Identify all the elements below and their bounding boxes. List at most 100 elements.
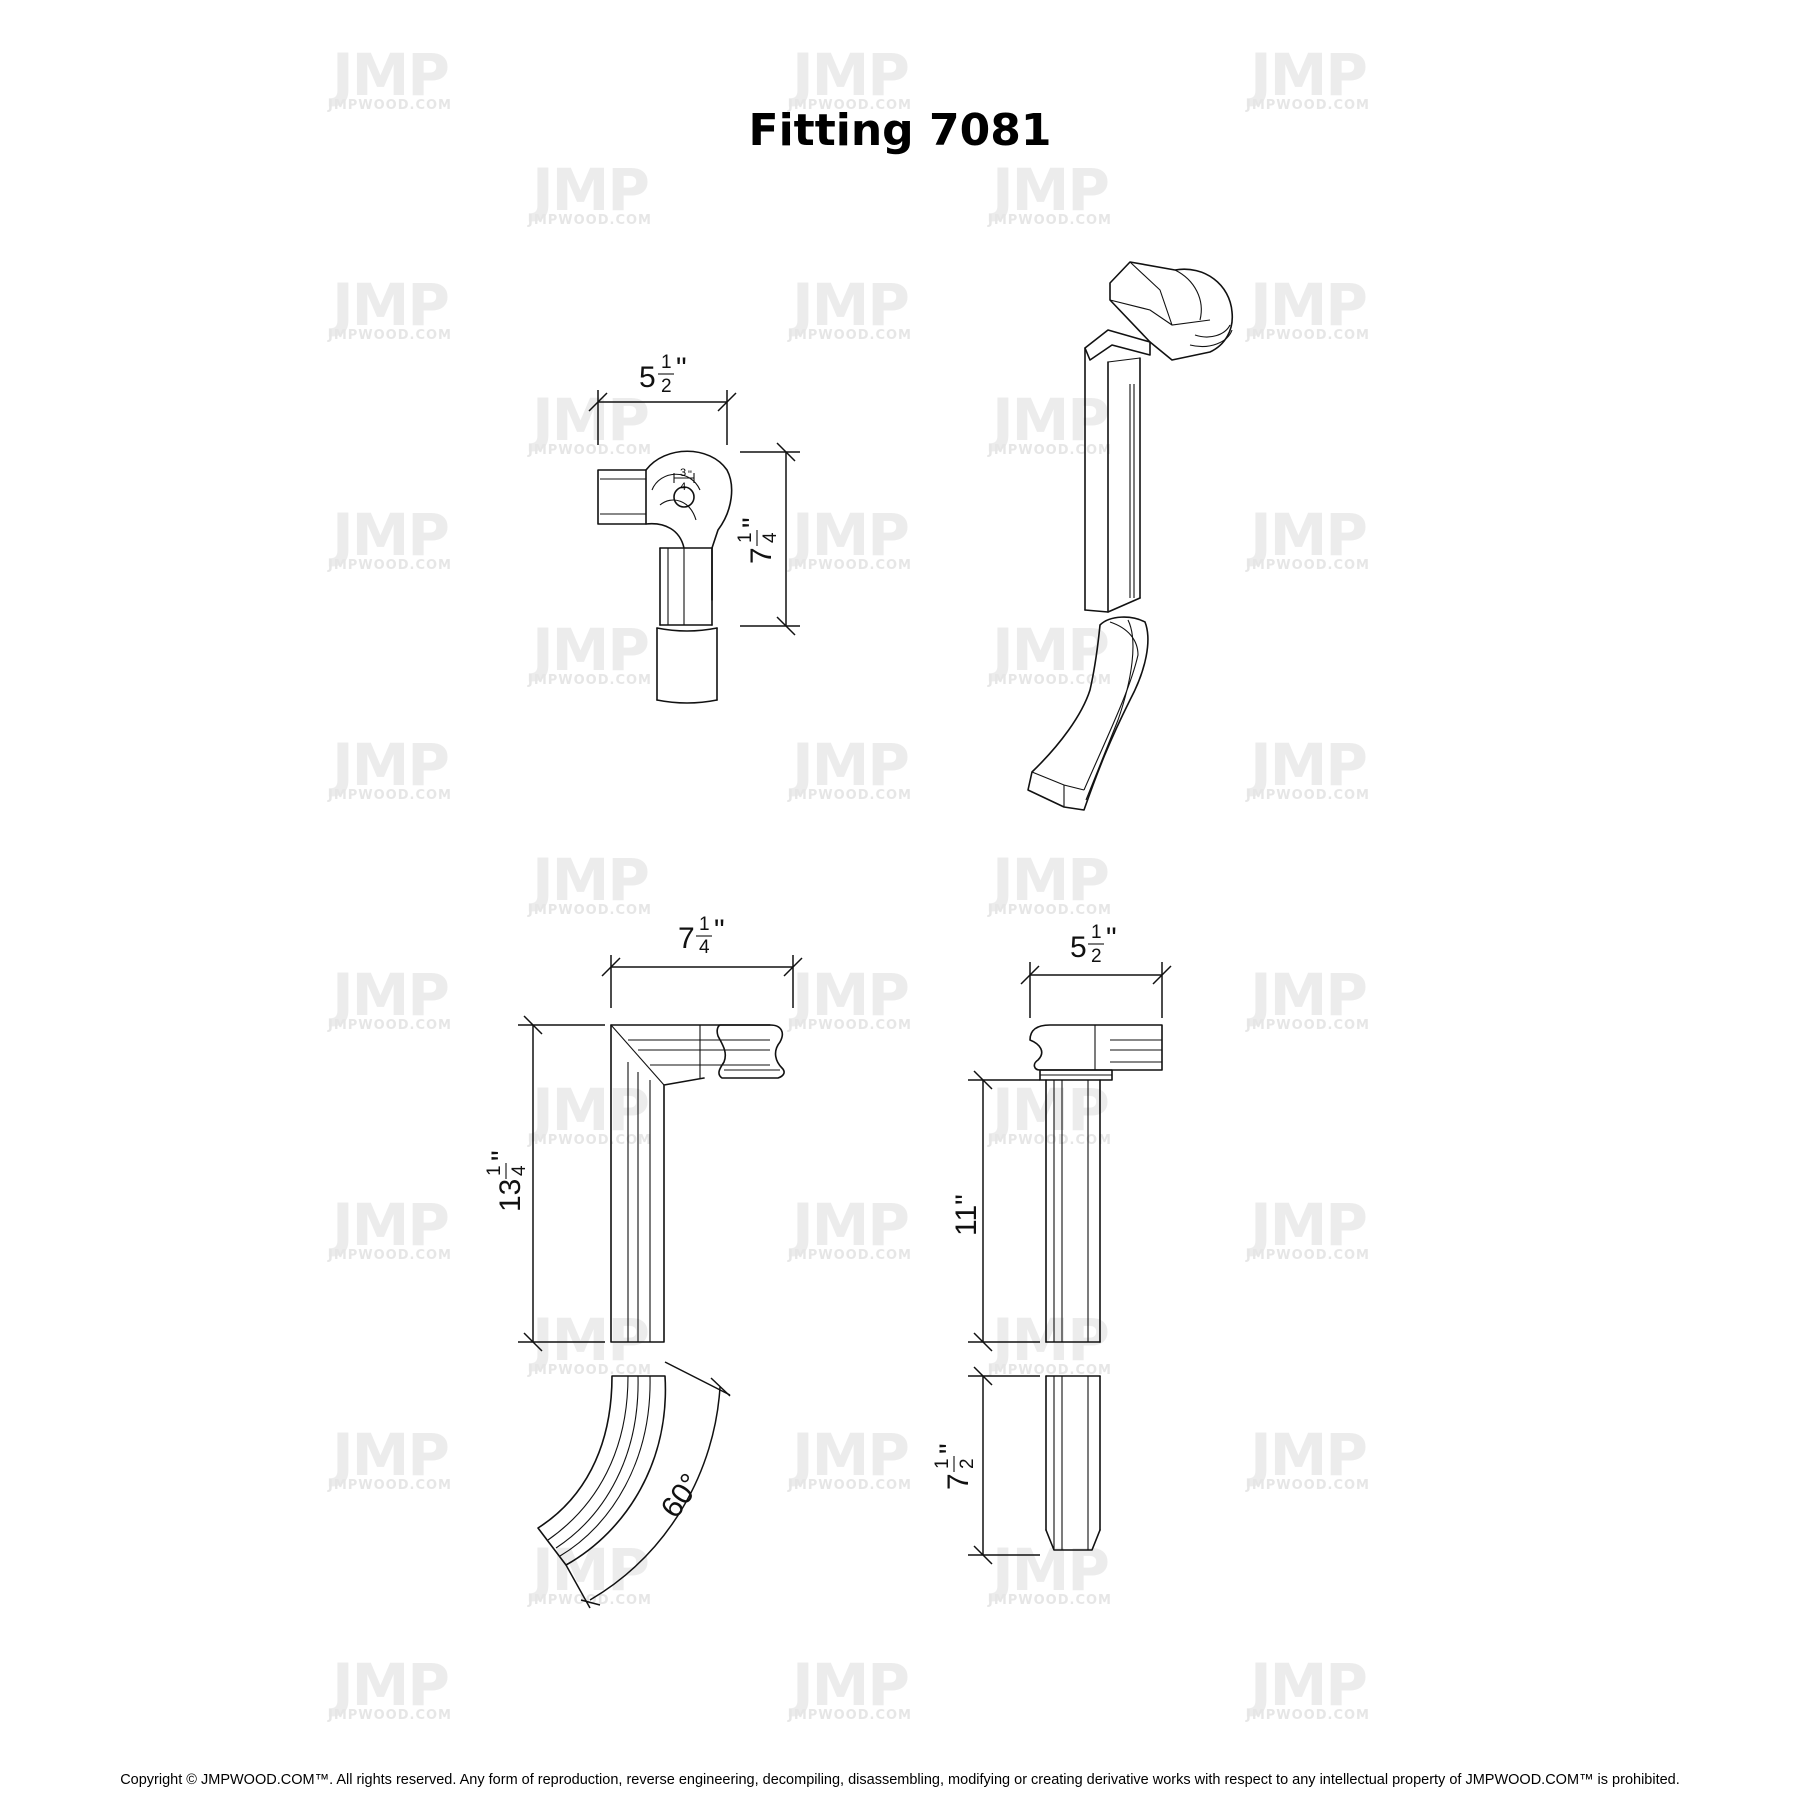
svg-text:JMPWOOD.COM: JMPWOOD.COM [327, 1478, 452, 1493]
svg-text:JMP: JMP [788, 1651, 908, 1719]
svg-text:JMP: JMP [788, 41, 908, 109]
side-width-whole: 5 [1070, 931, 1087, 964]
svg-text:JMPWOOD.COM: JMPWOOD.COM [527, 443, 652, 458]
svg-text:JMP: JMP [528, 386, 648, 454]
front-view: 60° 7 1 4 " 13 1 4 " [484, 914, 803, 1609]
svg-text:JMPWOOD.COM: JMPWOOD.COM [1245, 328, 1370, 343]
svg-text:JMPWOOD.COM: JMPWOOD.COM [527, 903, 652, 918]
svg-text:JMP: JMP [328, 501, 448, 569]
front-height-unit: " [486, 1150, 519, 1161]
front-height-num: 1 [484, 1165, 505, 1176]
svg-text:JMPWOOD.COM: JMPWOOD.COM [1245, 788, 1370, 803]
svg-text:JMP: JMP [328, 271, 448, 339]
side-lower-num: 1 [932, 1458, 953, 1469]
svg-text:JMPWOOD.COM: JMPWOOD.COM [987, 213, 1112, 228]
svg-text:JMP: JMP [788, 961, 908, 1029]
top-width-unit: " [676, 352, 687, 385]
top-width-den: 2 [661, 376, 672, 397]
svg-text:JMP: JMP [528, 156, 648, 224]
svg-text:JMPWOOD.COM: JMPWOOD.COM [327, 558, 452, 573]
svg-text:JMPWOOD.COM: JMPWOOD.COM [987, 903, 1112, 918]
svg-text:JMPWOOD.COM: JMPWOOD.COM [327, 788, 452, 803]
top-height-den: 4 [760, 532, 781, 543]
svg-text:JMPWOOD.COM: JMPWOOD.COM [1245, 1018, 1370, 1033]
top-view: 3 4 " 5 1 2 " 7 1 4 " [588, 352, 800, 704]
top-hole-den: 4 [680, 481, 686, 493]
svg-text:JMPWOOD.COM: JMPWOOD.COM [787, 328, 912, 343]
svg-text:JMPWOOD.COM: JMPWOOD.COM [527, 213, 652, 228]
front-width-unit: " [714, 914, 725, 947]
svg-text:JMP: JMP [528, 616, 648, 684]
side-lower-den: 2 [957, 1458, 978, 1469]
svg-text:JMPWOOD.COM: JMPWOOD.COM [987, 1133, 1112, 1148]
front-height-label: 13 1 4 " [484, 1150, 530, 1212]
svg-text:JMPWOOD.COM: JMPWOOD.COM [787, 1708, 912, 1723]
svg-text:JMP: JMP [988, 156, 1108, 224]
front-width-whole: 7 [678, 922, 695, 955]
svg-text:JMP: JMP [988, 846, 1108, 914]
top-height-num: 1 [735, 532, 756, 543]
isometric-view [1027, 261, 1234, 811]
svg-text:JMPWOOD.COM: JMPWOOD.COM [987, 1593, 1112, 1608]
svg-text:JMP: JMP [328, 1191, 448, 1259]
svg-text:JMPWOOD.COM: JMPWOOD.COM [1245, 558, 1370, 573]
svg-text:JMPWOOD.COM: JMPWOOD.COM [787, 98, 912, 113]
svg-text:JMP: JMP [328, 731, 448, 799]
svg-text:JMP: JMP [528, 1076, 648, 1144]
svg-text:JMP: JMP [988, 1076, 1108, 1144]
side-lower-unit: " [934, 1443, 967, 1454]
svg-text:JMPWOOD.COM: JMPWOOD.COM [327, 1708, 452, 1723]
side-width-unit: " [1106, 922, 1117, 955]
side-lower-label: 7 1 2 " [932, 1443, 978, 1490]
svg-text:JMP: JMP [788, 1421, 908, 1489]
svg-text:JMP: JMP [1246, 1651, 1366, 1719]
svg-text:JMP: JMP [1246, 731, 1366, 799]
svg-text:JMP: JMP [1246, 271, 1366, 339]
svg-text:JMP: JMP [788, 501, 908, 569]
svg-text:JMP: JMP [1246, 41, 1366, 109]
top-hole-num: 3 [680, 467, 686, 479]
svg-text:JMPWOOD.COM: JMPWOOD.COM [327, 98, 452, 113]
top-height-unit: " [737, 517, 770, 528]
svg-text:JMP: JMP [788, 1191, 908, 1259]
svg-text:JMPWOOD.COM: JMPWOOD.COM [327, 1248, 452, 1263]
side-view: 5 1 2 " 11" 7 1 2 " [932, 922, 1172, 1565]
svg-text:JMPWOOD.COM: JMPWOOD.COM [327, 1018, 452, 1033]
svg-text:JMPWOOD.COM: JMPWOOD.COM [527, 673, 652, 688]
svg-text:JMPWOOD.COM: JMPWOOD.COM [1245, 1708, 1370, 1723]
svg-text:JMPWOOD.COM: JMPWOOD.COM [1245, 1478, 1370, 1493]
svg-text:JMPWOOD.COM: JMPWOOD.COM [987, 673, 1112, 688]
angle-label: 60° [655, 1468, 708, 1524]
svg-text:JMP: JMP [528, 846, 648, 914]
top-height-label: 7 1 4 " [735, 517, 781, 564]
